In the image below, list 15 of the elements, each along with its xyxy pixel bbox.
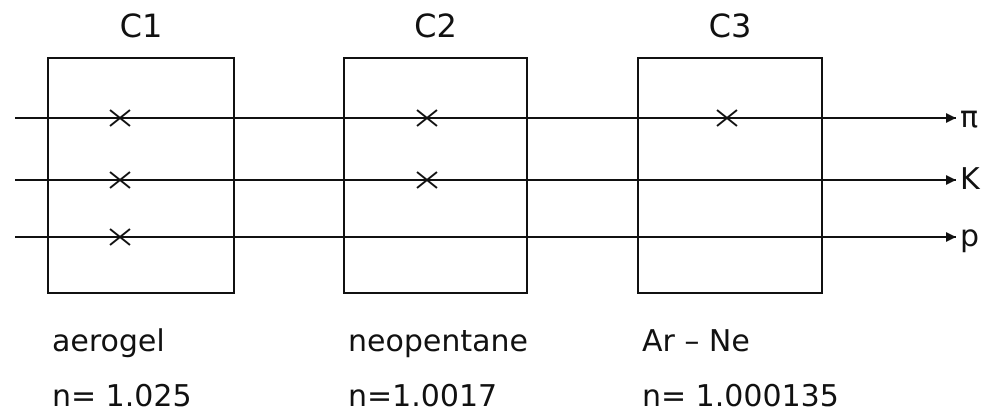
refractive-index: n= 1.000135 xyxy=(642,382,839,412)
refractive-index: n= 1.025 xyxy=(52,382,192,412)
particle-track-arrow xyxy=(15,113,956,123)
particle-label: p xyxy=(960,222,980,252)
particle-track-arrow xyxy=(15,175,956,185)
particle-label: K xyxy=(960,165,980,195)
particle-label: π xyxy=(960,103,978,133)
radiator-name: Ar – Ne xyxy=(642,327,750,357)
detector-label: C2 xyxy=(413,7,458,45)
detector-label: C1 xyxy=(118,7,164,45)
radiator-name: neopentane xyxy=(348,327,528,357)
radiator-name: aerogel xyxy=(52,327,165,357)
detector-label: C3 xyxy=(708,7,752,45)
refractive-index: n=1.0017 xyxy=(348,382,498,412)
particle-track-arrow xyxy=(15,232,956,242)
